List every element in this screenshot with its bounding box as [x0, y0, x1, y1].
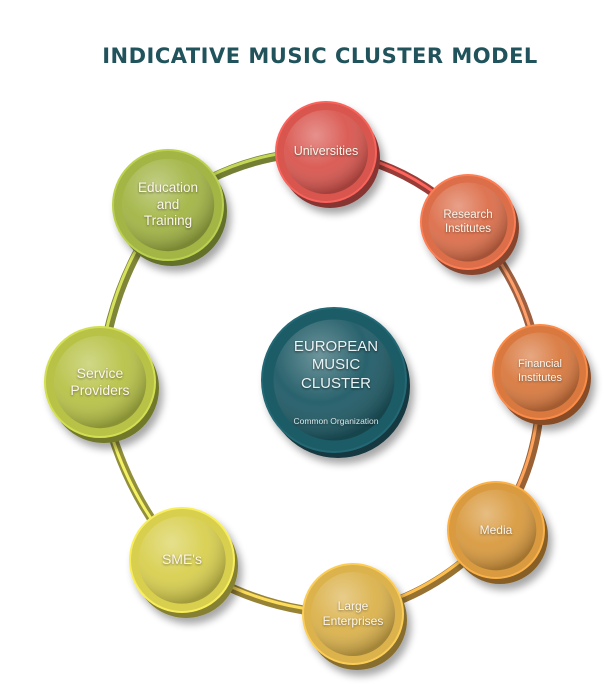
node-large-enterprises [302, 563, 407, 670]
node-label-large-enterprises: Large Enterprises [322, 599, 384, 628]
node-financial-institutes [492, 324, 591, 425]
node-universities [275, 101, 380, 208]
node-research-institutes [420, 174, 519, 275]
node-service-providers [44, 326, 159, 443]
center-node-title: EUROPEAN MUSIC CLUSTER [293, 337, 379, 392]
node-label-universities: Universities [293, 144, 359, 159]
node-smes [129, 507, 238, 618]
node-label-research-institutes: Research Institutes [443, 208, 493, 235]
node-media [447, 481, 548, 584]
center-node [261, 307, 410, 458]
node-layer [44, 101, 591, 670]
diagram-title: INDICATIVE MUSIC CLUSTER MODEL [102, 44, 538, 68]
node-label-smes: SME's [161, 551, 202, 568]
node-label-education-and-training: Education and Training [137, 179, 199, 229]
node-label-service-providers: Service Providers [70, 364, 130, 399]
node-label-media: Media [479, 522, 513, 537]
center-node-label: EUROPEAN MUSIC CLUSTER Common Organizati… [266, 332, 406, 432]
node-education-and-training [112, 149, 227, 266]
center-node-subtitle: Common Organization [293, 415, 379, 426]
node-label-financial-institutes: Financial Institutes [517, 358, 562, 384]
